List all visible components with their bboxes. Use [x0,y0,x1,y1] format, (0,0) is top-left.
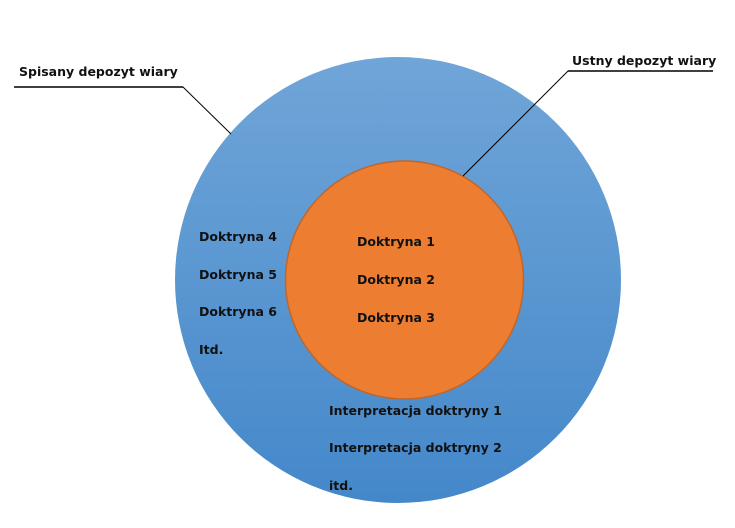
interpretation-item: itd. [329,478,353,493]
outer-doctrine-item: Doktryna 4 [199,229,277,244]
inner-callout-label: Ustny depozyt wiary [572,53,716,68]
inner-doctrine-item: Doktryna 2 [357,272,435,287]
interpretation-item: Interpretacja doktryny 1 [329,403,502,418]
inner-doctrine-item: Doktryna 1 [357,234,435,249]
outer-doctrine-item: Doktryna 5 [199,267,277,282]
outer-doctrine-item: Doktryna 6 [199,304,277,319]
outer-callout-label: Spisany depozyt wiary [19,64,178,79]
outer-callout-leader-line [14,86,232,135]
outer-doctrine-item: Itd. [199,342,223,357]
inner-doctrine-item: Doktryna 3 [357,310,435,325]
inner-circle-oral-deposit [284,160,525,400]
interpretation-item: Interpretacja doktryny 2 [329,440,502,455]
